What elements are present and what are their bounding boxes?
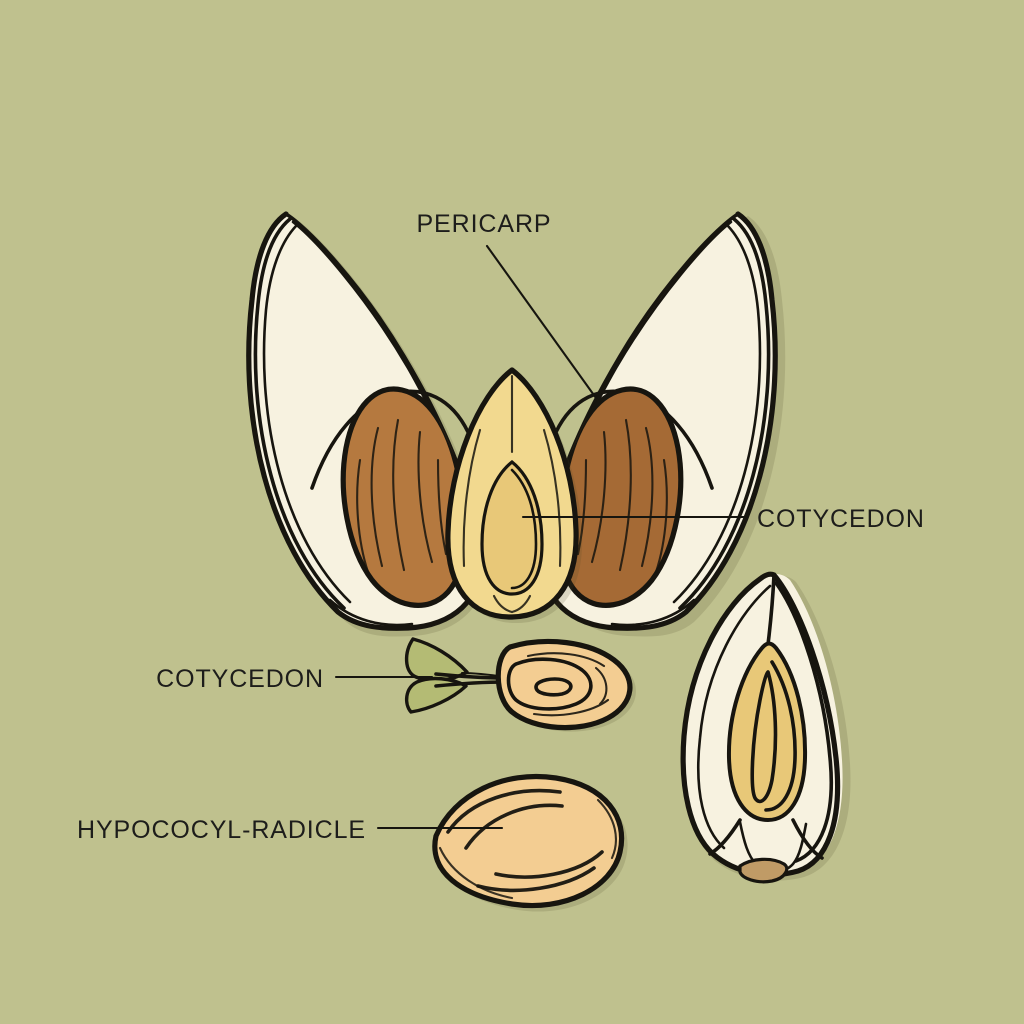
radicle-nub xyxy=(738,857,789,884)
cotyledon-brown-right xyxy=(556,386,684,608)
whole-seed xyxy=(432,773,628,912)
label-cotyledon-right: COTYCEDON xyxy=(757,505,925,533)
cotyledon-right-fill xyxy=(559,389,681,606)
whole-seed-fill xyxy=(434,776,622,906)
label-pericarp: PERICARP xyxy=(416,210,551,238)
label-cotyledon-left: COTYCEDON xyxy=(156,665,324,693)
cotyledon-left-fill xyxy=(343,389,465,606)
cotyledon-leaf-lower xyxy=(404,676,468,714)
longitudinal-section xyxy=(680,571,851,884)
label-hypocotyl-radicle: HYPOCOCYL-RADICLE xyxy=(77,816,366,844)
leader-line-pericarp xyxy=(485,244,598,400)
central-kernel xyxy=(445,367,583,624)
seedling xyxy=(404,637,636,732)
cotyledon-brown-left xyxy=(340,386,468,608)
